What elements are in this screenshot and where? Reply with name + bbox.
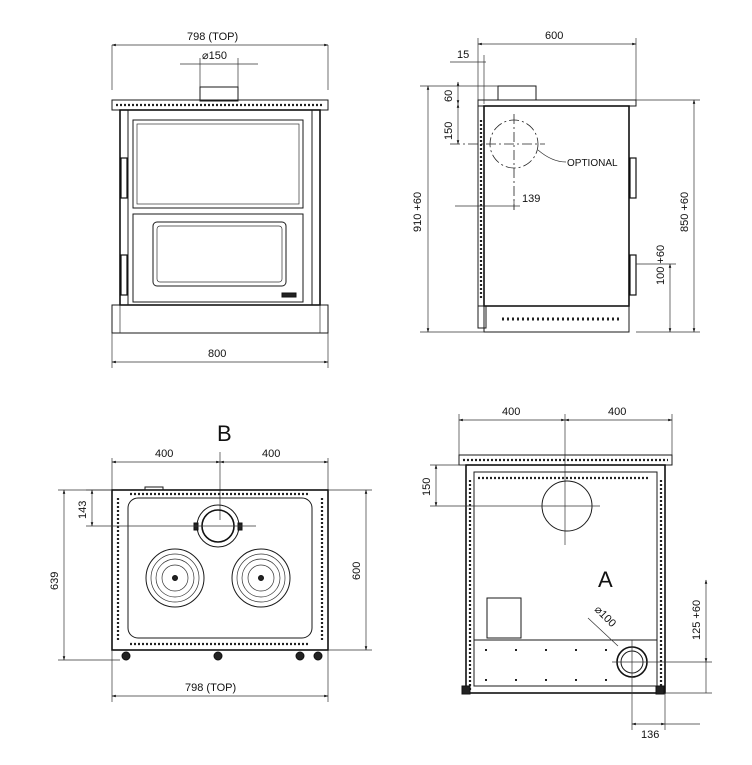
rear-inlet-offset-dim: 136 <box>641 729 659 741</box>
top-total-depth-dim: 639 <box>49 572 61 590</box>
top-depth-dim: 600 <box>351 562 363 580</box>
side-flue-label: OPTIONAL <box>567 158 618 169</box>
front-view: 798 (TOP) ⌀150 800 <box>111 31 329 368</box>
rear-inlet-diameter-dim: ⌀100 <box>592 604 618 630</box>
side-top-band-dim: 60 <box>443 90 455 102</box>
top-right-half-dim: 400 <box>262 448 280 460</box>
side-view: 600 15 OPTIONAL 60 150 139 <box>412 30 700 333</box>
front-bottom-width-dim: 800 <box>208 348 226 360</box>
side-plinth-height-dim: 100 +60 <box>655 245 667 285</box>
top-view: B 400 400 <box>49 421 372 702</box>
top-view-label: B <box>217 421 232 446</box>
rear-right-half-dim: 400 <box>608 406 626 418</box>
top-bottom-width-dim: 798 (TOP) <box>185 682 236 694</box>
side-offset-dim: 15 <box>457 49 469 61</box>
rear-inlet-height-dim: 125 +60 <box>691 600 703 640</box>
side-total-height-dim: 910 +60 <box>412 192 424 232</box>
rear-view: 400 400 A ⌀100 150 <box>421 406 712 741</box>
front-flue-diameter-dim: ⌀150 <box>202 50 227 62</box>
top-flue-offset-dim: 143 <box>77 501 89 519</box>
rear-view-label: A <box>598 567 613 592</box>
side-cooktop-height-dim: 850 +60 <box>679 192 691 232</box>
front-top-width-dim: 798 (TOP) <box>187 31 238 43</box>
top-left-half-dim: 400 <box>155 448 173 460</box>
rear-left-half-dim: 400 <box>502 406 520 418</box>
rear-flue-height-dim: 150 <box>421 478 433 496</box>
side-depth-dim: 600 <box>545 30 563 42</box>
side-flue-offset-dim: 139 <box>522 193 540 205</box>
side-flue-height-dim: 150 <box>443 122 455 140</box>
